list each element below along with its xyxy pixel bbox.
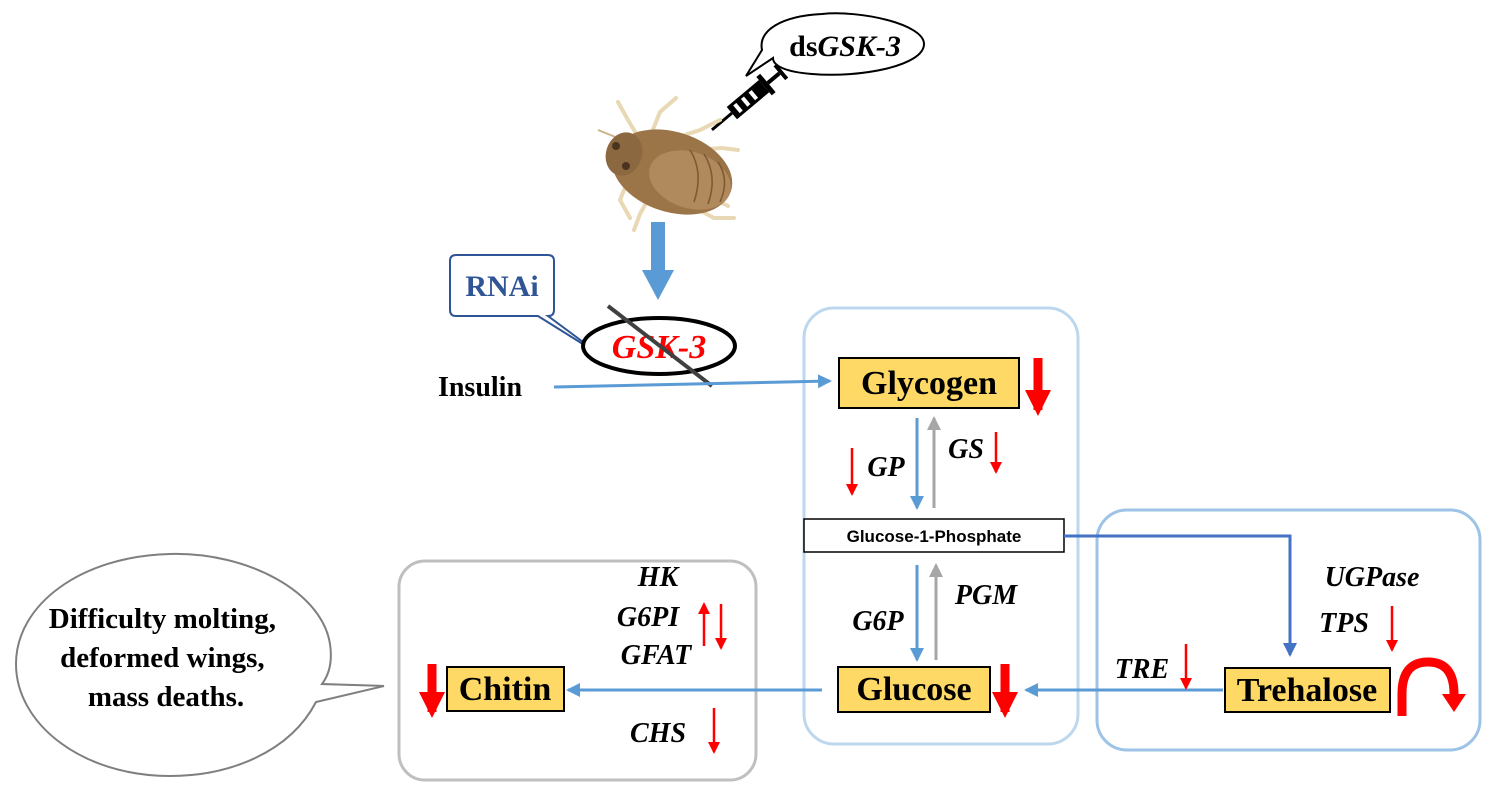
glucose-1-phosphate-label: Glucose-1-Phosphate: [847, 527, 1022, 546]
glycogen-label: Glycogen: [861, 365, 997, 402]
g6pi-label: G6PI: [617, 602, 680, 633]
svg-text:dsGSK-3: dsGSK-3: [789, 30, 901, 63]
rnai-label: RNAi: [465, 270, 538, 303]
pgm-label: PGM: [954, 580, 1018, 611]
gp-label: GP: [867, 452, 905, 483]
glucose-label: Glucose: [856, 671, 971, 708]
phenotype-line-2: deformed wings,: [60, 642, 265, 674]
phenotype-bubble: Difficulty molting, deformed wings, mass…: [14, 552, 385, 778]
gfat-label: GFAT: [621, 640, 693, 671]
hk-label: HK: [637, 562, 681, 593]
chitin-frame: [397, 559, 758, 782]
gsk3-strike: [606, 304, 714, 388]
ugpase-label: UGPase: [1325, 562, 1420, 593]
phenotype-line-1: Difficulty molting,: [49, 603, 276, 635]
injection-bubble: dsGSK-3: [745, 12, 926, 77]
gsk3-node: GSK-3: [581, 304, 737, 388]
injection-gene: GSK-3: [818, 30, 901, 63]
trehalose-fluctuation-icon: [1397, 657, 1466, 716]
insulin-label: Insulin: [438, 372, 522, 403]
trehalose-node: Trehalose: [1224, 667, 1391, 713]
trehalose-frame: [1095, 508, 1482, 752]
glucose-1-phosphate-node: Glucose-1-Phosphate: [803, 518, 1065, 553]
glucose-node: Glucose: [837, 666, 991, 713]
g6p-label: G6P: [852, 606, 904, 637]
rnai-callout: RNAi: [449, 254, 603, 357]
gs-label: GS: [948, 434, 984, 465]
planthopper-icon: [597, 96, 740, 232]
phenotype-text: Difficulty molting, deformed wings, mass…: [49, 603, 283, 713]
phenotype-line-3: mass deaths.: [88, 681, 244, 713]
glycogen-node: Glycogen: [838, 357, 1020, 409]
rnai-knockdown-arrow: [642, 222, 674, 300]
chitin-label: Chitin: [459, 671, 552, 708]
trehalose-label: Trehalose: [1237, 672, 1377, 709]
injection-prefix: ds: [789, 30, 817, 63]
chs-label: CHS: [630, 718, 686, 749]
insulin-to-glycogen-arrow: [553, 374, 832, 389]
tre-label: TRE: [1115, 654, 1169, 685]
tps-label: TPS: [1319, 608, 1369, 639]
syringe-icon: [710, 63, 789, 132]
g1p-to-trehalose-arrow: [1064, 534, 1297, 657]
chitin-node: Chitin: [446, 666, 565, 712]
